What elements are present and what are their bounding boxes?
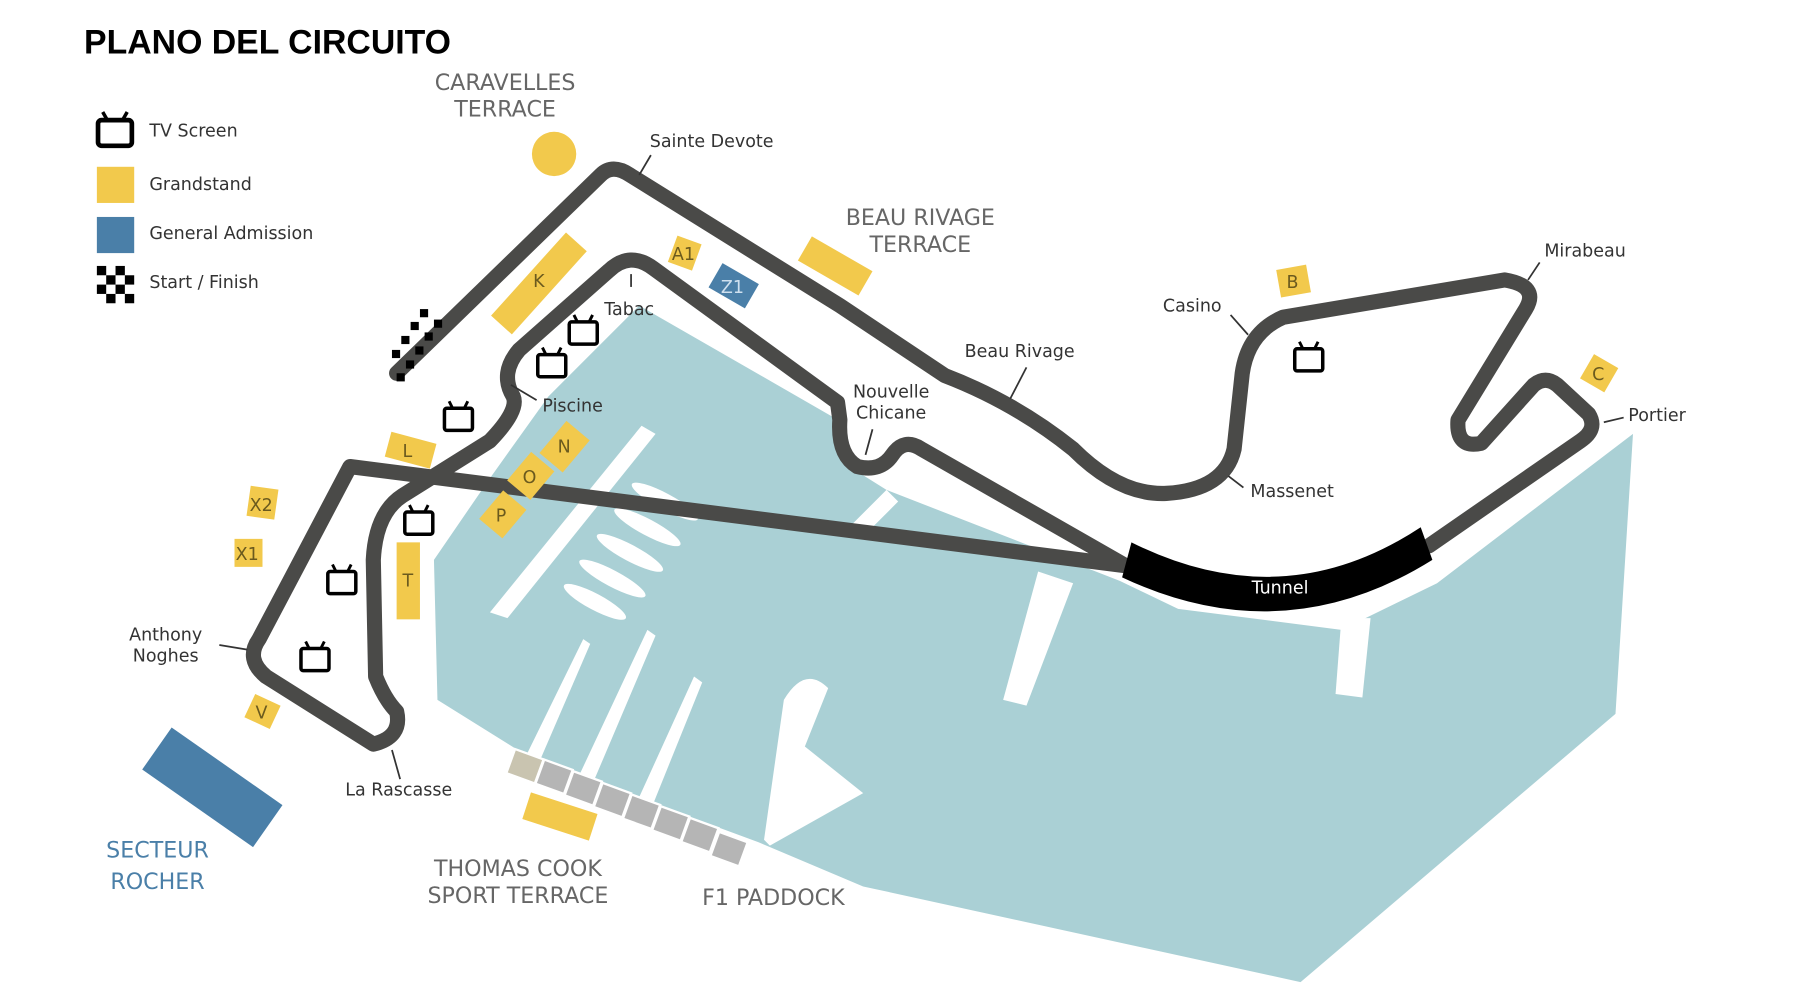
race-track (245, 161, 1600, 752)
tv-icon (403, 504, 435, 536)
general-admission-swatch (96, 216, 135, 254)
grandstand-p: P (496, 506, 507, 526)
grandstand-o: O (523, 468, 537, 488)
grandstand-t: T (401, 572, 413, 592)
tunnel (1122, 527, 1433, 612)
grandstand-v: V (255, 703, 267, 723)
legend-label: Start / Finish (149, 273, 258, 293)
grandstand-x1: X1 (236, 545, 259, 565)
corner-label: Nouvelle (853, 383, 929, 403)
tv-icon (442, 400, 475, 433)
grandstand-b: B (1287, 273, 1299, 293)
tv-icon (299, 640, 331, 673)
beau-rivage-terrace-label: TERRACE (868, 232, 971, 258)
start-finish-line (391, 309, 443, 382)
grandstand-c: C (1592, 365, 1604, 385)
legend-label: General Admission (149, 224, 313, 244)
caravelles-terrace-stand (531, 131, 577, 177)
corner-label: Portier (1628, 406, 1686, 426)
corner-label: Anthony (129, 625, 202, 645)
grandstand-k: K (533, 272, 545, 292)
grandstand-swatch (96, 166, 135, 203)
grandstand-x2: X2 (250, 496, 273, 516)
thomas-cook-label: THOMAS COOK (433, 856, 602, 882)
caravelles-label: TERRACE (453, 97, 556, 123)
corner-label: Casino (1163, 296, 1222, 316)
grandstand-l: L (402, 442, 412, 462)
beau-rivage-terrace-label: BEAU RIVAGE (846, 205, 995, 231)
grandstands: K A1 Z1 L N O P T X2 X1 V B C (142, 131, 1619, 848)
secteur-rocher-area (142, 727, 283, 848)
piers (489, 425, 1371, 846)
tv-icon (536, 346, 568, 379)
secteur-rocher-label: ROCHER (110, 869, 204, 895)
tunnel-label: Tunnel (1251, 579, 1309, 599)
grandstand-z1: Z1 (721, 278, 744, 298)
tv-icon (1292, 341, 1325, 373)
corner-label: Chicane (856, 404, 926, 424)
legend: TV Screen Grandstand General Admission S… (95, 111, 313, 304)
corner-label: Noghes (133, 646, 199, 666)
f1-paddock-label: F1 PADDOCK (702, 885, 845, 911)
page-title: PLANO DEL CIRCUITO (84, 24, 451, 62)
corner-label: Beau Rivage (965, 342, 1075, 362)
corner-label: Tabac (603, 300, 654, 320)
leader-lines (219, 154, 1624, 780)
caravelles-label: CARAVELLES (435, 70, 576, 96)
thomas-cook-label: SPORT TERRACE (427, 883, 608, 909)
tv-icon (567, 314, 599, 346)
corner-label: Massenet (1250, 482, 1334, 502)
grandstand-n: N (558, 438, 571, 458)
tv-icon (326, 563, 358, 596)
legend-label: Grandstand (149, 175, 251, 195)
secteur-rocher-label: SECTEUR (106, 837, 209, 863)
corner-label: La Rascasse (345, 780, 452, 800)
corner-label: Piscine (542, 397, 602, 417)
corner-label: Mirabeau (1544, 242, 1626, 262)
tv-screens (299, 314, 1325, 673)
grandstand-a1: A1 (672, 245, 695, 265)
tv-icon (95, 111, 135, 149)
corner-label: Sainte Devote (650, 132, 774, 152)
legend-label: TV Screen (148, 121, 237, 141)
f1-paddock (504, 747, 750, 868)
checkered-flag-icon (96, 265, 135, 304)
